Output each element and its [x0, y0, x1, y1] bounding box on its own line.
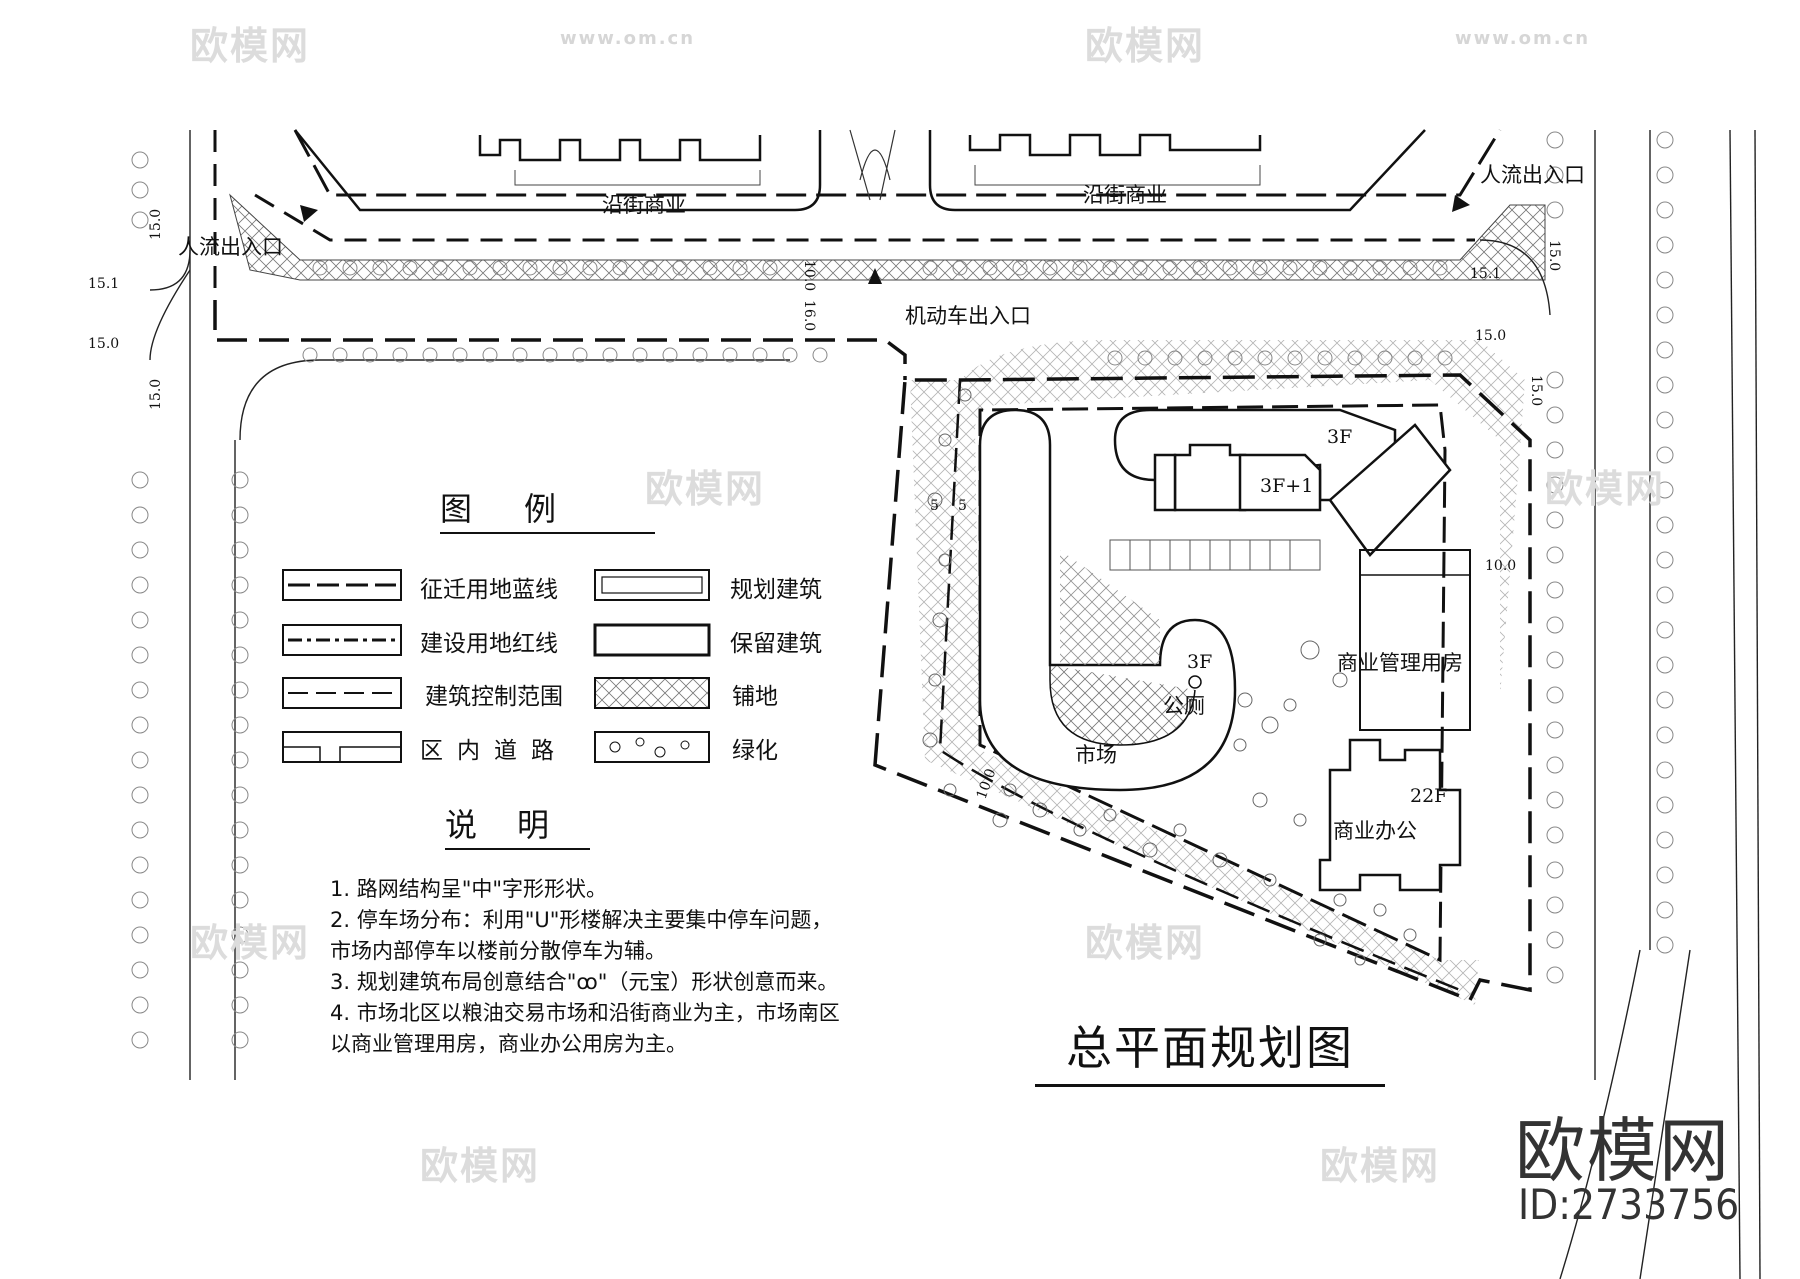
legend-item-internal-road: 区内道路: [420, 738, 568, 764]
north-paving: [229, 193, 1546, 281]
note-line: 以商业管理用房，商业办公用房为主。: [330, 1032, 687, 1056]
watermark: 欧模网: [1085, 921, 1206, 965]
dim-15-1-b: 15.1: [1470, 266, 1501, 282]
watermark: 欧模网: [420, 1144, 541, 1188]
label-ped-entry-right: 人流出入口: [1480, 163, 1585, 187]
management-building: [1359, 549, 1471, 731]
brand-logo-text: 欧模网: [1515, 1110, 1731, 1192]
watermark: 欧模网: [645, 467, 766, 511]
label-22f: 22F: [1410, 785, 1447, 807]
label-3f-plus-1: 3F+1: [1260, 475, 1313, 497]
watermark: 欧模网: [190, 24, 311, 68]
legend-symbols: [282, 569, 711, 763]
dim-5-a: 5: [930, 498, 939, 514]
label-ped-entry-left: 人流出入口: [178, 235, 283, 259]
dim-10-0-a: 10.0: [801, 260, 817, 291]
note-line: 4. 市场北区以粮油交易市场和沿街商业为主，市场南区: [330, 1001, 840, 1025]
toilet-marker-icon: [1188, 675, 1202, 689]
ped-entry-right-arrow-icon: [1452, 195, 1470, 212]
notes-title: 说明: [445, 800, 590, 850]
greenery: [922, 388, 1417, 966]
label-management-building: 商业管理用房: [1337, 651, 1463, 675]
label-street-commerce-right: 沿街商业: [1083, 183, 1167, 207]
note-line: 3. 规划建筑布局创意结合"ꝏ"（元宝）形状创意而来。: [330, 970, 839, 994]
vehicle-entry-arrow-icon: [868, 268, 882, 284]
watermark: 欧模网: [1320, 1144, 1441, 1188]
note-line: 1. 路网结构呈"中"字形形状。: [330, 877, 608, 901]
brand-id: ID:2733756: [1518, 1180, 1740, 1229]
watermark: 欧模网: [1545, 467, 1666, 511]
label-market: 市场: [1075, 743, 1117, 767]
note-line: 2. 停车场分布：利用"U"形楼解决主要集中停车问题，: [330, 908, 833, 932]
road-lines: [149, 129, 1761, 1279]
dim-15-0-d: 15.0: [1546, 240, 1562, 271]
label-vehicle-entry: 机动车出入口: [905, 304, 1031, 328]
ped-entry-left-arrow-icon: [300, 205, 318, 222]
label-toilet: 公厕: [1163, 694, 1205, 718]
tree-row-east: [1546, 131, 1674, 984]
legend-item-planned-building: 规划建筑: [730, 577, 822, 603]
watermark: 欧模网: [1085, 24, 1206, 68]
dim-15-0-b: 15.0: [88, 336, 119, 352]
watermark: 欧模网: [190, 921, 311, 965]
dim-5-b: 5: [958, 498, 967, 514]
central-entry-gate: [849, 129, 896, 201]
dim-16-0: 16.0: [801, 300, 817, 331]
legend-item-retained-building: 保留建筑: [730, 631, 822, 657]
office-tower: [1318, 738, 1462, 892]
plan-title: 总平面规划图: [1035, 1012, 1385, 1087]
northeast-buildings: [1113, 408, 1452, 557]
label-3f-toilet: 3F: [1187, 651, 1212, 673]
dim-15-0-e: 15.0: [1475, 328, 1506, 344]
label-3f-top: 3F: [1327, 426, 1352, 448]
notes-text: 1. 路网结构呈"中"字形形状。 2. 停车场分布：利用"U"形楼解决主要集中停…: [330, 874, 970, 1060]
tree-row-west: [131, 151, 249, 1049]
north-commercial-buildings: [294, 129, 1426, 212]
legend-item-red-line: 建设用地红线: [420, 631, 558, 657]
legend-item-control-range: 建筑控制范围: [425, 684, 563, 710]
note-line: 市场内部停车以楼前分散停车为辅。: [330, 939, 666, 963]
parking-area: [1109, 539, 1321, 571]
legend-item-blue-line: 征迁用地蓝线: [420, 577, 558, 603]
legend-item-greenery: 绿化: [732, 738, 778, 764]
dim-15-0-c: 15.0: [148, 379, 164, 410]
legend-item-paving: 铺地: [732, 684, 778, 710]
watermark-url: www.om.cn: [1455, 28, 1591, 49]
dim-15-0-f: 15.0: [1528, 375, 1544, 406]
label-office: 商业办公: [1333, 819, 1417, 843]
watermark-url: www.om.cn: [560, 28, 696, 49]
label-street-commerce-left: 沿街商业: [602, 193, 686, 217]
dim-15-1-a: 15.1: [88, 276, 119, 292]
dim-10-0-b: 10.0: [1485, 558, 1516, 574]
legend-title: 图例: [440, 484, 655, 534]
dim-15-0-a: 15.0: [148, 209, 164, 240]
